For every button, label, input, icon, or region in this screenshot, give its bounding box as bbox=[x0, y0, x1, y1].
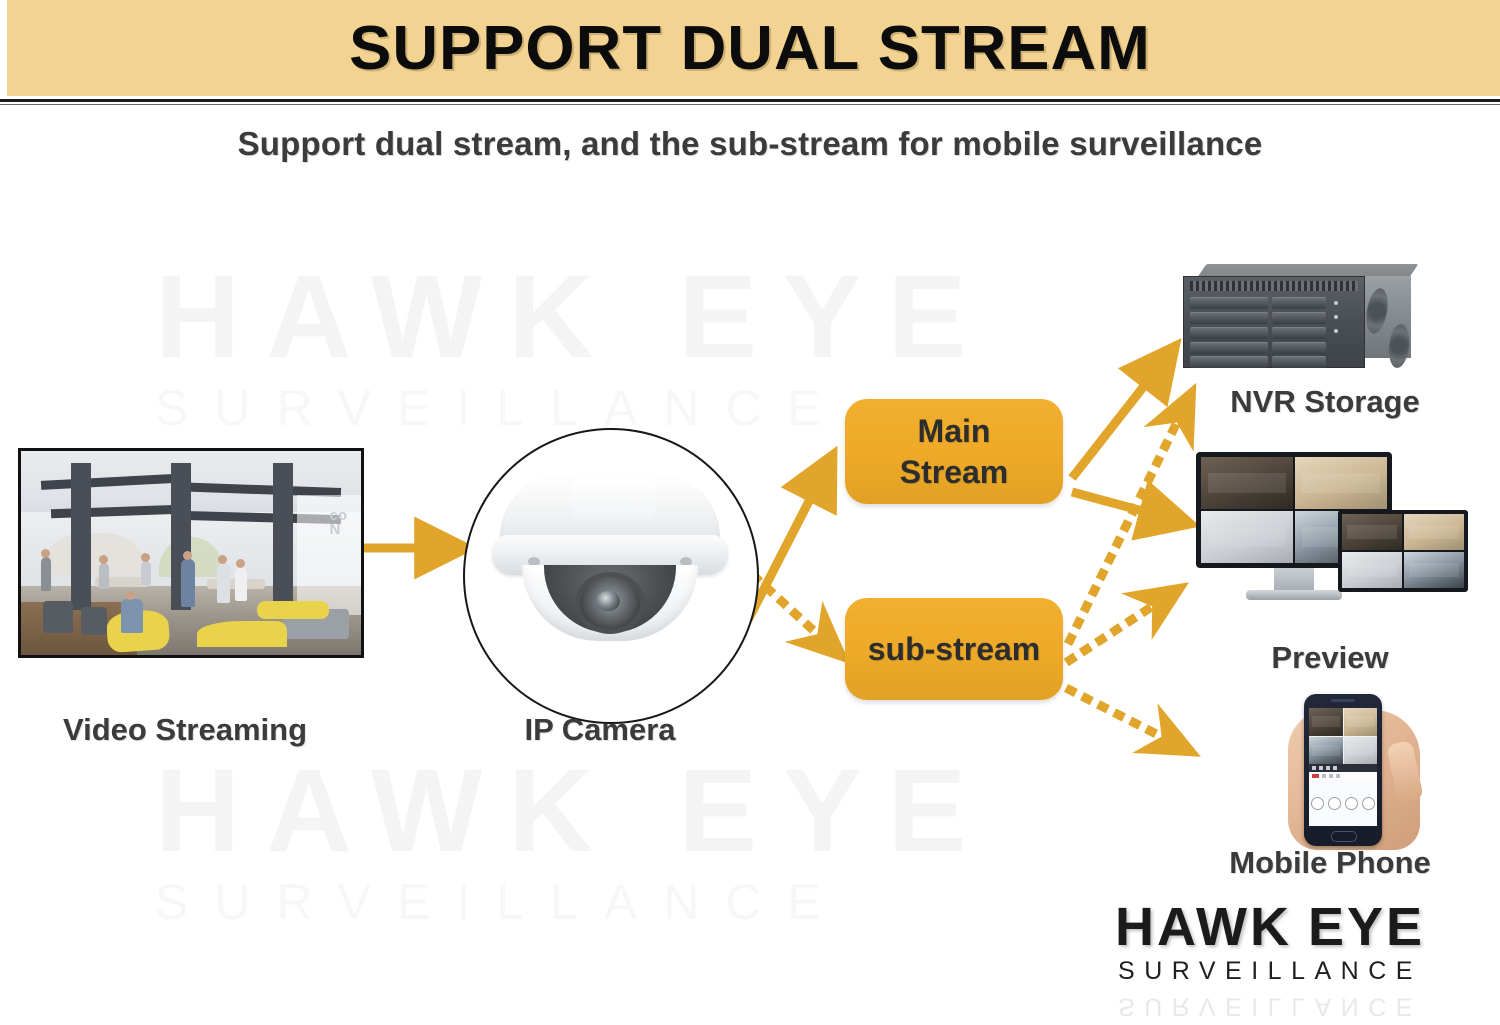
logo-word-eye: EYE bbox=[1307, 897, 1426, 957]
watermark-main-text: HAWK EYE bbox=[155, 745, 993, 877]
logo-word-hawk: HAWK bbox=[1114, 897, 1292, 957]
preview-monitor-icon bbox=[1196, 452, 1468, 614]
sub-stream-node[interactable]: sub-stream bbox=[845, 598, 1063, 700]
main-stream-node[interactable]: Main Stream bbox=[845, 399, 1063, 504]
page-subtitle: Support dual stream, and the sub-stream … bbox=[237, 125, 1263, 162]
header-divider-secondary bbox=[0, 104, 1500, 105]
watermark-main-text: HAWK EYE bbox=[155, 251, 993, 383]
watermark-sub-text: SURVEILLANCE bbox=[155, 874, 847, 930]
logo-tagline-reflection: SURVEILLANCE bbox=[1118, 992, 1422, 1021]
mobile-phone-label: Mobile Phone bbox=[1229, 845, 1431, 880]
nvr-storage-icon bbox=[1183, 264, 1419, 370]
banner-left-edge bbox=[0, 0, 7, 96]
logo-tagline: SURVEILLANCE bbox=[1118, 957, 1422, 985]
mobile-phone-icon bbox=[1262, 690, 1452, 850]
video-streaming-label: Video Streaming bbox=[62, 712, 308, 747]
ip-camera-icon bbox=[492, 473, 728, 643]
sub-stream-label: sub-stream bbox=[867, 630, 1041, 667]
background-watermark: HAWK EYE SURVEILLANCE bbox=[155, 752, 992, 935]
main-stream-label-line2: Stream bbox=[899, 453, 1009, 490]
nvr-storage-label: NVR Storage bbox=[1230, 384, 1420, 419]
preview-label: Preview bbox=[1271, 640, 1389, 675]
main-stream-label-line1: Main bbox=[917, 412, 991, 449]
ip-camera-label: IP Camera bbox=[524, 712, 676, 747]
header-divider bbox=[0, 99, 1500, 102]
page-title: SUPPORT DUAL STREAM bbox=[349, 13, 1151, 83]
header-banner: SUPPORT DUAL STREAM bbox=[0, 0, 1500, 96]
